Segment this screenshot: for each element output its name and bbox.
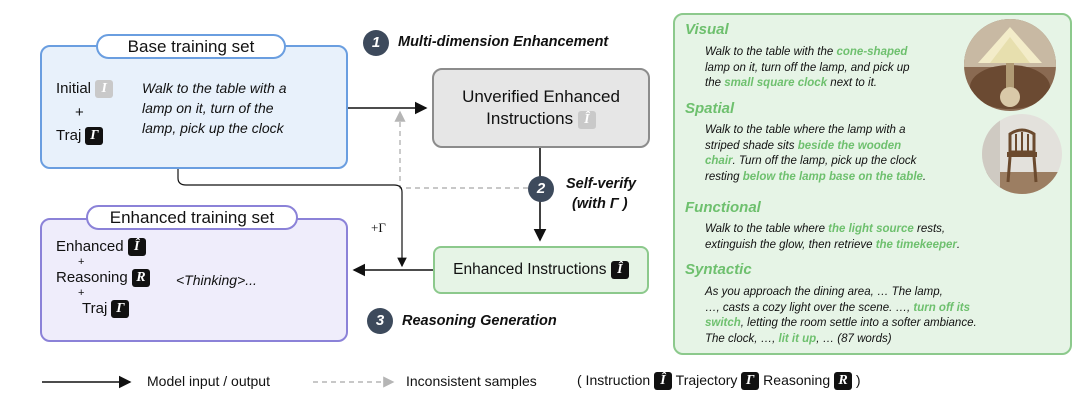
highlight-span: lit it up [778,332,817,345]
legend-notation: ( Instruction Î Trajectory Γ Reasoning … [577,372,861,391]
step-3-badge: 3 [367,308,393,334]
text-span: , … (87 words) [816,332,892,345]
syntactic-description: As you approach the dining area, … The l… [705,285,1065,347]
trajectory-chip: Γ [111,300,130,319]
highlight-span: switch [705,317,741,329]
text-span: lamp on it, turn off the lamp, and pick … [705,61,910,74]
text-span: . Turn off the lamp, pick up the clock [732,155,917,167]
step-2-sublabel: (with Γ ) [572,196,628,212]
legend-close: ) [855,372,861,388]
traj-label: Traj [82,300,108,317]
text-span: , letting the room settle into a softer … [740,317,977,329]
highlight-span: the light source [828,223,914,235]
step-3-label: Reasoning Generation [402,313,557,329]
step-2-label: Self-verify [566,176,637,192]
reasoning-row: Reasoning R [56,269,150,288]
gamma-label: +Γ [371,220,386,235]
unverified-instructions-box: Unverified Enhanced Instructions Î [432,68,650,148]
enhanced-instructions-label: Enhanced Instructions [453,261,607,278]
spatial-description: Walk to the table where the lamp with a … [705,123,965,185]
arrow-traj-to-enhanced-set [177,168,407,268]
legend-trajectory-label: Trajectory [675,372,738,388]
text-span: …, casts a cozy light over the scene. …, [705,301,914,314]
step-2-badge: 2 [528,176,554,202]
enhanced-training-set-box [40,218,348,342]
instruction-line: lamp, pick up the clock [142,120,284,136]
base-training-set-title: Base training set [96,34,286,59]
text-span: the [705,77,725,89]
plus-sign: + [78,287,85,299]
enhanced-label: Enhanced [56,238,124,255]
text-span: As you approach the dining area, … The l… [705,286,943,298]
legend-instruction-label: ( Instruction [577,372,651,388]
unverified-instruction-chip: Î [577,110,596,129]
visual-title: Visual [685,21,729,38]
trajectory-chip: Γ [85,127,104,146]
visual-description: Walk to the table with the cone-shaped l… [705,45,965,92]
instruction-line: lamp on it, turn of the [142,100,274,116]
unverified-line2-row: Instructions Î [434,108,648,130]
unverified-line2: Instructions [486,109,574,128]
enhanced-instruction-chip: Î [610,260,629,279]
traj-row: Traj Γ [82,300,130,319]
text-span: . [922,170,927,183]
thinking-text: <Thinking>... [176,272,257,288]
lamp-photo [964,19,1056,111]
plus-sign: + [75,104,84,121]
functional-description: Walk to the table where the light source… [705,222,1065,253]
text-span: resting [705,170,743,183]
text-span: Walk to the table with the [705,46,837,58]
text-span: Walk to the table where the lamp with a [705,124,906,136]
initial-instruction-chip: I [95,80,114,99]
traj-row: Traj Γ [56,127,104,146]
text-span: Walk to the table where [705,223,829,235]
spatial-title: Spatial [685,100,735,117]
syntactic-title: Syntactic [685,261,752,278]
step-1-label: Multi-dimension Enhancement [398,34,609,50]
initial-label: Initial [56,80,92,97]
enhanced-row: Enhanced Î [56,238,146,257]
plus-sign: + [78,256,85,268]
trajectory-chip: Γ [741,372,760,391]
text-span: rests, [913,223,946,235]
base-instruction-text: Walk to the table with a lamp on it, tur… [142,78,286,138]
initial-row: Initial I [56,80,114,99]
highlight-span: below the lamp base on the table [742,170,923,183]
reasoning-chip: R [834,372,852,391]
text-span: extinguish the glow, then retrieve [705,238,876,251]
enhanced-instruction-chip: Î [127,238,146,257]
text-span: next to it. [827,77,877,89]
legend-dashed-label: Inconsistent samples [406,373,537,389]
traj-label: Traj [56,127,82,144]
highlight-span: turn off its [913,301,971,314]
enhanced-training-set-title: Enhanced training set [86,205,298,230]
enhanced-instructions-box: Enhanced Instructions Î [433,246,649,294]
chair-photo [982,114,1062,194]
highlight-span: cone-shaped [836,46,908,58]
arrow-inconsistent-feedback [394,110,528,189]
highlight-span: the timekeeper [875,238,957,251]
highlight-span: chair [705,155,733,167]
text-span: striped shade sits [705,139,798,152]
functional-title: Functional [685,199,761,216]
text-span: The clock, …, [705,332,779,345]
legend-reasoning-label: Reasoning [763,372,831,388]
legend-solid-label: Model input / output [147,373,270,389]
highlight-span: small square clock [724,77,828,89]
reasoning-label: Reasoning [56,269,128,286]
instruction-chip: Î [654,372,673,391]
text-span: . [956,238,961,251]
step-1-badge: 1 [363,30,389,56]
instruction-line: Walk to the table with a [142,80,287,96]
unverified-line1: Unverified Enhanced [462,87,620,106]
reasoning-chip: R [131,269,150,288]
highlight-span: beside the wooden [797,139,902,152]
